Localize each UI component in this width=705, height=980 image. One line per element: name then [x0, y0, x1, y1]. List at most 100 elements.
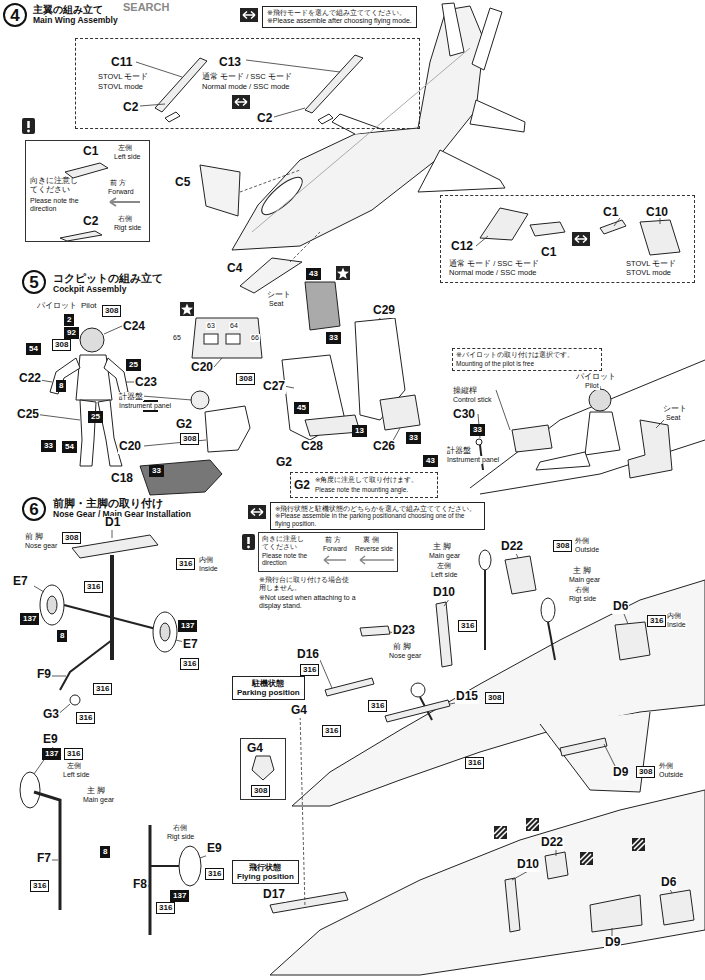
paint-code: 308: [236, 373, 255, 385]
note-box: 飛行状態Flying position: [232, 860, 299, 884]
note-text: 通常 モード / SSC モード: [449, 260, 539, 269]
paint-number: 308: [639, 767, 652, 777]
cockpit-illustration: [305, 282, 340, 330]
paint-number: 316: [468, 758, 481, 768]
landing-gear-illustration: [615, 622, 650, 660]
option-box: G4308: [240, 738, 286, 800]
paint-code: 54: [62, 441, 77, 453]
caption-text: 前 脚: [392, 642, 412, 651]
paint-number: 45: [297, 403, 306, 413]
part-number: C1: [83, 145, 98, 159]
leader-line: [34, 530, 672, 938]
landing-gear-illustration: [484, 570, 486, 650]
cockpit-illustration: [226, 334, 240, 344]
caption-text: シート: [662, 404, 688, 413]
main-wing-illustration: [60, 231, 102, 241]
note-text: STOVL モード: [98, 73, 148, 82]
note-text: Please note the mounting angle.: [315, 486, 408, 493]
paint-code: 33: [470, 424, 485, 436]
paint-code: 43: [423, 455, 438, 467]
landing-gear-illustration: [436, 602, 452, 667]
caption-text: Instrument panel: [118, 402, 172, 410]
note-text: 通常 モード / SSC モード: [202, 73, 292, 82]
paint-code: 308: [485, 692, 504, 704]
leader-line: [52, 860, 58, 861]
paint-number: 316: [33, 881, 46, 891]
part-label: C5: [174, 176, 191, 190]
main-wing-illustration: [318, 114, 333, 124]
landing-gear-illustration: [160, 623, 170, 641]
paint-number: 308: [105, 306, 118, 316]
part-label: C26: [372, 440, 396, 454]
main-wing-illustration: [257, 172, 308, 220]
leader-line: [624, 614, 628, 624]
part-label: C4: [226, 262, 243, 276]
cockpit-illustration: [628, 420, 672, 478]
paint-code: 316: [176, 558, 195, 570]
main-wing-illustration: [442, 3, 464, 56]
caption-text: 主 脚: [572, 566, 592, 575]
paint-code: 45: [294, 402, 309, 414]
paint-number: 13: [355, 426, 364, 436]
paint-code: 137: [178, 620, 197, 632]
step-number: 5: [22, 270, 46, 294]
cockpit-illustration: [512, 425, 552, 452]
landing-gear-illustration: [545, 852, 568, 879]
note-text: Left side: [114, 153, 140, 161]
paint-number: 43: [309, 269, 318, 279]
caption-text: Rigt side: [166, 833, 195, 841]
paint-code: 316: [300, 664, 319, 676]
cockpit-illustration: [80, 400, 96, 466]
main-wing-illustration: [332, 114, 384, 134]
part-label: D15: [455, 690, 479, 704]
caption-text: Seat: [268, 300, 284, 308]
main-wing-illustration: [65, 163, 108, 178]
paint-code: 316: [93, 683, 112, 695]
caption-text: 64: [229, 322, 239, 330]
part-label: D22: [540, 836, 564, 850]
paint-code: 308: [636, 766, 655, 778]
note-text: Reverse side: [355, 545, 393, 552]
note-text: 向きに注意してください: [262, 535, 310, 551]
drawn-symbol: [632, 838, 645, 851]
caption-text: 66: [250, 334, 260, 342]
paint-number: 8: [103, 847, 107, 857]
paint-number: 308: [556, 541, 569, 551]
main-wing-illustration: [240, 258, 302, 293]
note-text: 裏 側: [363, 536, 379, 544]
caption-text: Main gear: [428, 552, 461, 560]
option-box: C11STOVL モードSTOVL modeC2C13通常 モード / SSC …: [75, 38, 420, 129]
paint-number: 316: [179, 559, 192, 569]
note-text: STOVL mode: [98, 83, 143, 92]
leader-line: [34, 414, 80, 420]
part-label: D23: [392, 624, 416, 638]
part-label: E7: [12, 575, 29, 589]
leader-line: [496, 390, 510, 430]
paint-code: 316: [322, 725, 341, 737]
caption-text: 内側: [198, 556, 214, 564]
paint-number: 137: [181, 621, 194, 631]
note-text: Rigt side: [114, 224, 141, 232]
step-number: 6: [29, 501, 38, 518]
part-label: 前脚・主脚の取り付け: [52, 497, 164, 509]
landing-gear-illustration: [270, 790, 705, 975]
paint-number: 33: [409, 433, 418, 443]
caption-text: 左側: [66, 762, 82, 770]
part-label: Cockpit Assembly: [52, 285, 127, 295]
part-number: C11: [111, 56, 132, 70]
note-text: Normal mode / SSC mode: [449, 269, 537, 278]
cockpit-illustration: [204, 334, 218, 344]
step-number: 4: [3, 3, 27, 27]
landing-gear-illustration: [292, 580, 705, 806]
landing-gear-illustration: [40, 585, 64, 625]
cockpit-illustration: [476, 439, 482, 445]
note-text: ※パイロットの取り付けは選択です。: [456, 351, 574, 359]
leader-line: [34, 586, 44, 592]
main-wing-illustration: [640, 220, 680, 255]
part-label: D6: [612, 600, 629, 614]
paint-code: 137: [170, 890, 189, 902]
option-box: 向きに注意してくださいPlease note the direction前 方F…: [258, 532, 398, 572]
leader-line: [614, 218, 620, 226]
caption-text: 主 脚: [86, 786, 106, 795]
paint-code: 137: [42, 748, 61, 760]
